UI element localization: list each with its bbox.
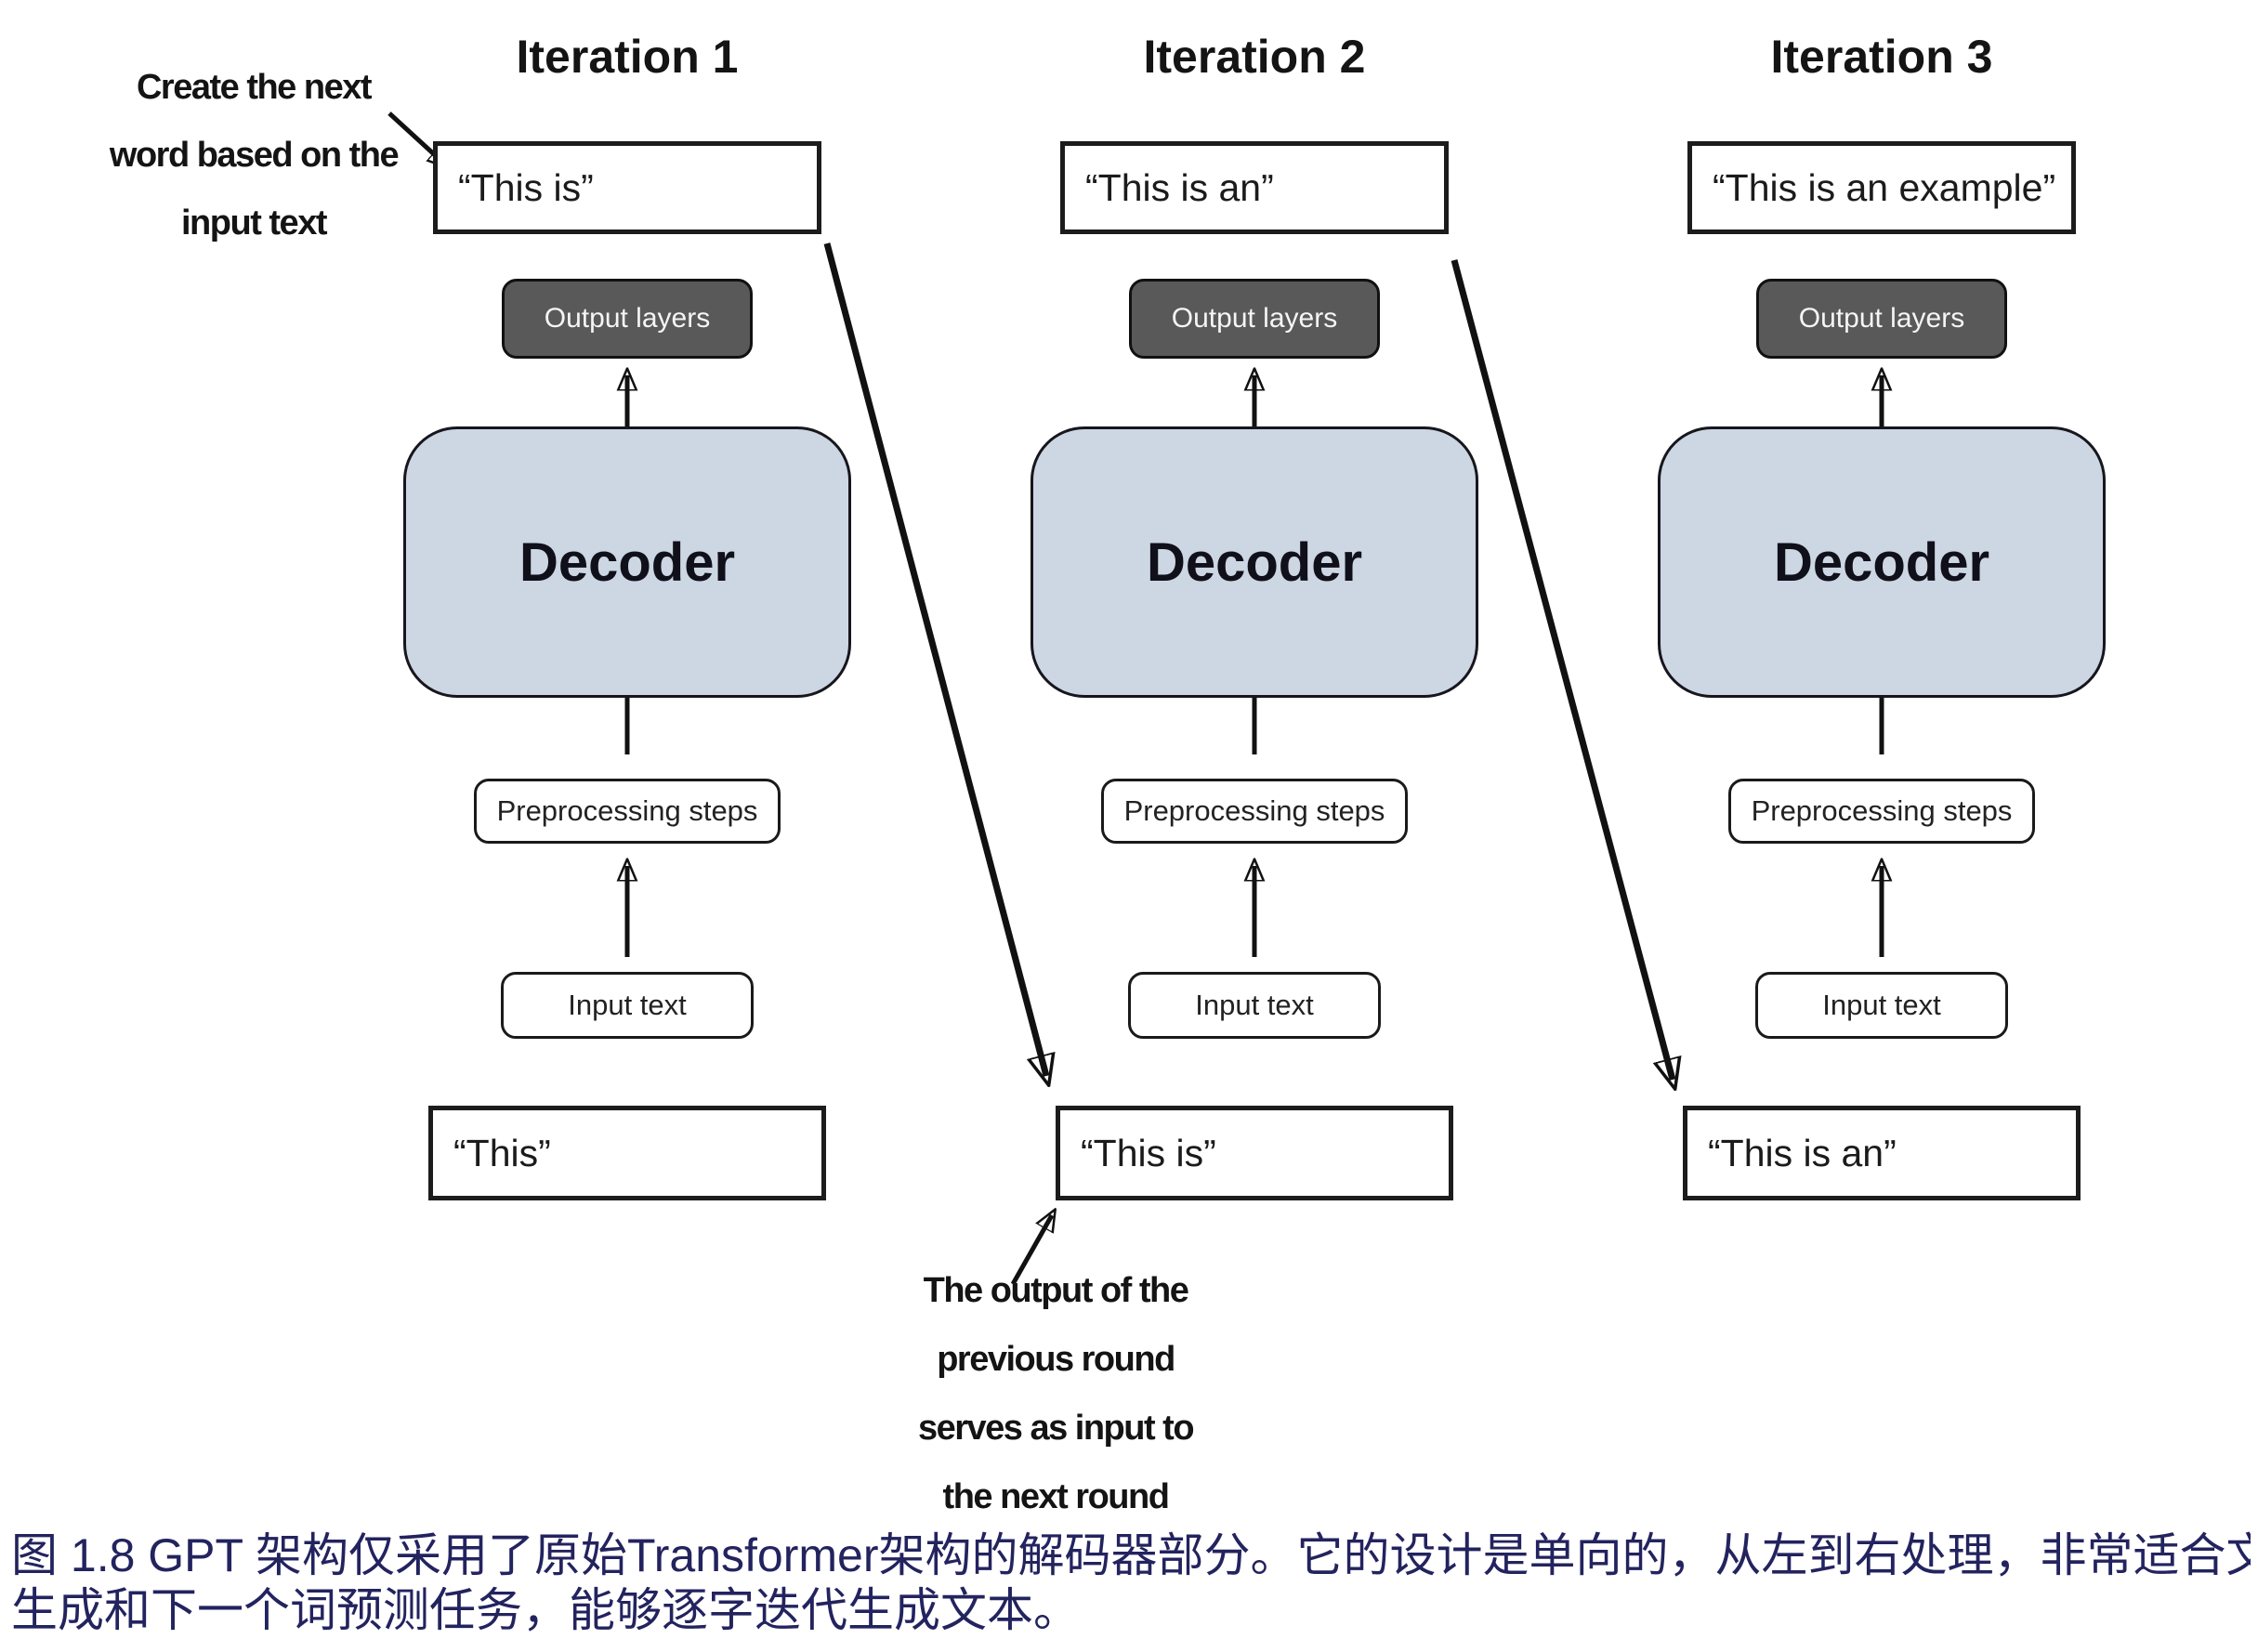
input-string-text-3: “This is an” [1708,1131,1897,1174]
input-text-pill-1: Input text [501,972,754,1039]
decoder-box-3: Decoder [1658,426,2106,698]
preprocessing-steps-box-3: Preprocessing steps [1728,779,2035,844]
decoder-box-2: Decoder [1031,426,1478,698]
figure-caption: 图 1.8 GPT 架构仅采用了原始Transformer架构的解码器部分。它的… [11,1528,2251,1638]
preprocessing-steps-label-1: Preprocessing steps [496,794,758,827]
input-text-pill-2: Input text [1128,972,1381,1039]
iteration-title-2: Iteration 2 [1143,31,1366,83]
annotation-line: Create the next [136,68,373,107]
annotation-line: serves as input to [917,1409,1195,1448]
decoder-label-2: Decoder [1146,531,1363,593]
generated-output-text-2: “This is an” [1085,165,1274,209]
decoder-label-1: Decoder [519,531,736,593]
input-string-text-1: “This” [453,1131,551,1174]
input-text-pill-label-3: Input text [1822,989,1941,1021]
arrow-output1-to-input2 [823,243,1046,1076]
input-text-pill-label-2: Input text [1195,989,1314,1021]
annotation-output-previous-round: The output of the previous round serves … [890,1256,1221,1531]
generated-output-box-1: “This is” [433,141,821,234]
input-string-text-2: “This is” [1081,1131,1216,1174]
input-string-box-1: “This” [428,1106,826,1200]
input-text-pill-label-1: Input text [568,989,687,1021]
output-layers-label-3: Output layers [1798,303,1965,334]
generated-output-box-3: “This is an example” [1687,141,2076,234]
output-layers-box-2: Output layers [1129,279,1380,359]
figure-caption-line-1: 图 1.8 GPT 架构仅采用了原始Transformer架构的解码器部分。它的… [11,1529,2251,1581]
arrow-output2-to-input3 [1451,259,1673,1080]
decoder-box-1: Decoder [403,426,851,698]
decoder-label-3: Decoder [1773,531,1990,593]
output-layers-box-1: Output layers [502,279,753,359]
preprocessing-steps-label-3: Preprocessing steps [1751,794,2013,827]
output-layers-label-1: Output layers [544,303,711,334]
input-string-box-2: “This is” [1056,1106,1453,1200]
iteration-title-1: Iteration 1 [516,31,739,83]
annotation-line: The output of the [923,1271,1189,1310]
input-text-pill-3: Input text [1755,972,2008,1039]
output-layers-box-3: Output layers [1756,279,2007,359]
generated-output-text-1: “This is” [458,165,594,209]
annotation-line: the next round [942,1477,1170,1516]
generated-output-text-3: “This is an example” [1713,165,2056,209]
generated-output-box-2: “This is an” [1060,141,1449,234]
annotation-line: input text [181,203,327,243]
preprocessing-steps-box-1: Preprocessing steps [474,779,781,844]
annotation-line: word based on the [109,136,400,175]
iteration-title-3: Iteration 3 [1770,31,1993,83]
input-string-box-3: “This is an” [1683,1106,2081,1200]
figure-caption-line-2: 生成和下一个词预测任务，能够逐字迭代生成文本。 [11,1584,1080,1636]
preprocessing-steps-label-2: Preprocessing steps [1123,794,1385,827]
annotation-create-next-word: Create the next word based on the input … [82,54,426,257]
preprocessing-steps-box-2: Preprocessing steps [1101,779,1408,844]
output-layers-label-2: Output layers [1171,303,1338,334]
annotation-line: previous round [937,1340,1175,1379]
